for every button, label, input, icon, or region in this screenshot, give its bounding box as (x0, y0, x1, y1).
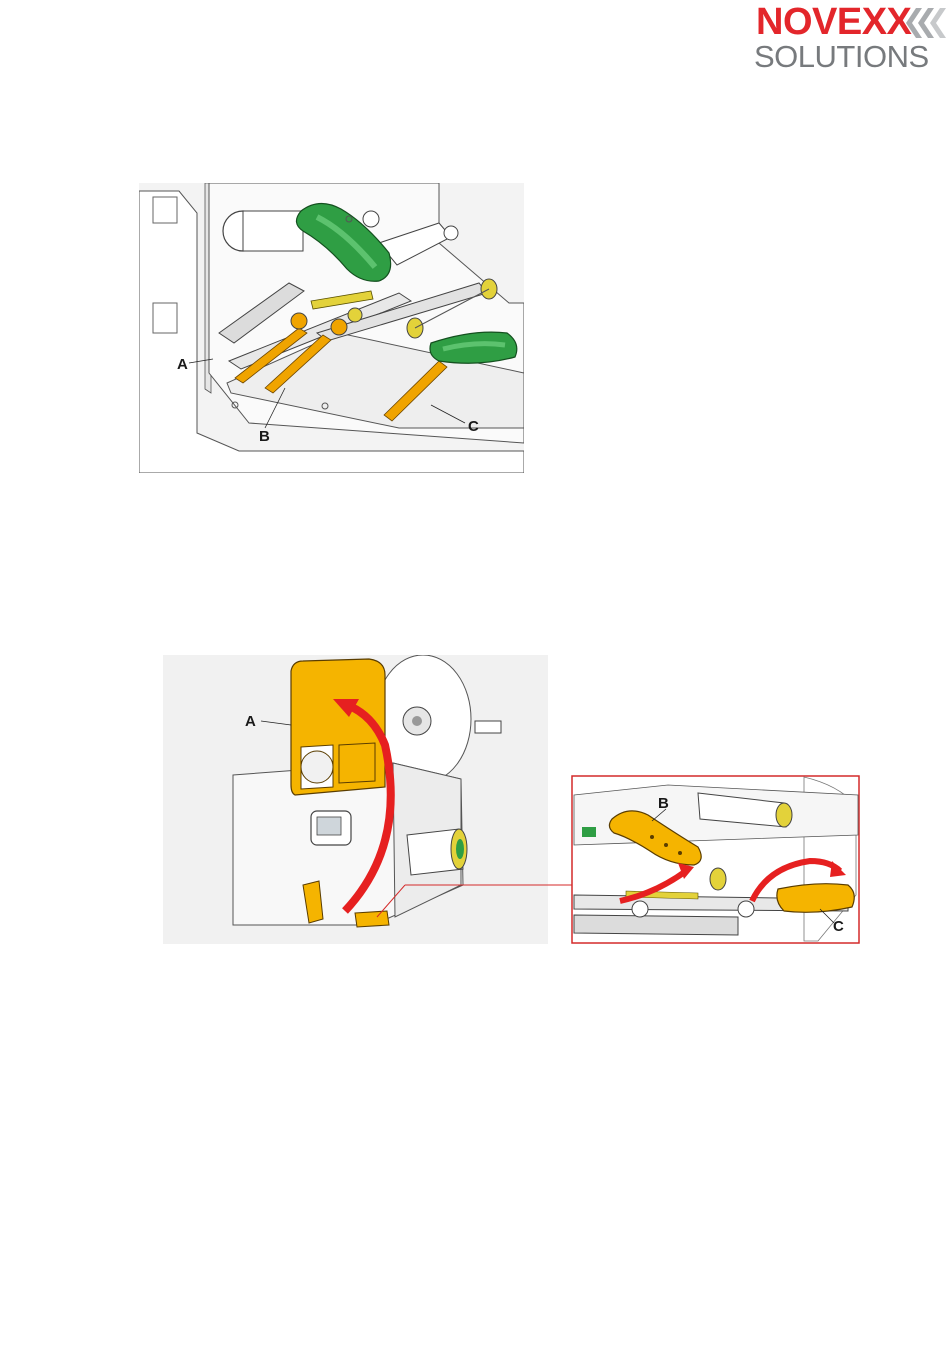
logo-chevrons-icon (902, 6, 950, 40)
novexx-logo: NOVEXX SOLUTIONS (752, 0, 950, 75)
callout-a-top: A (177, 356, 188, 373)
callout-c-bottom: C (833, 918, 844, 935)
callout-b-top: B (259, 428, 270, 445)
machine-overview-illustration: A (163, 655, 548, 944)
callout-b-bottom: B (658, 795, 669, 812)
print-unit-illustration: A B C (139, 183, 524, 473)
figure-machine-overview: A (163, 655, 548, 944)
figure-print-unit-detail: A B C (139, 183, 524, 473)
callout-c-top: C (468, 418, 479, 435)
detail-inset-illustration: B C (548, 775, 860, 945)
figure-detail-inset: B C (548, 775, 860, 945)
callout-a-bottom: A (245, 713, 256, 730)
logo-wordmark-novexx: NOVEXX (756, 2, 911, 42)
logo-wordmark-solutions: SOLUTIONS (754, 41, 929, 73)
